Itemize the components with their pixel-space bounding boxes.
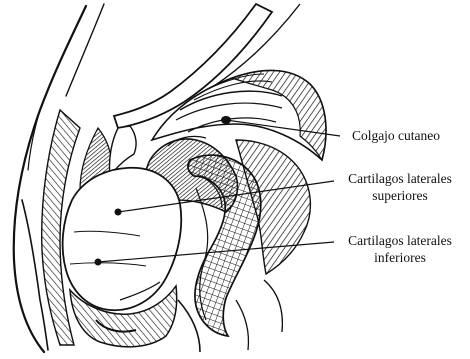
label-cartilagos-superiores-line2: superiores	[332, 188, 468, 203]
label-cartilagos-inferiores-line1: Cartilagos laterales	[332, 233, 468, 248]
label-cartilagos-superiores-line1: Cartilagos laterales	[332, 171, 468, 186]
label-cartilagos-inferiores-line2: inferiores	[332, 250, 468, 265]
label-colgajo-cutaneo: Colgajo cutaneo	[340, 128, 452, 143]
nasal-tip	[63, 168, 182, 310]
